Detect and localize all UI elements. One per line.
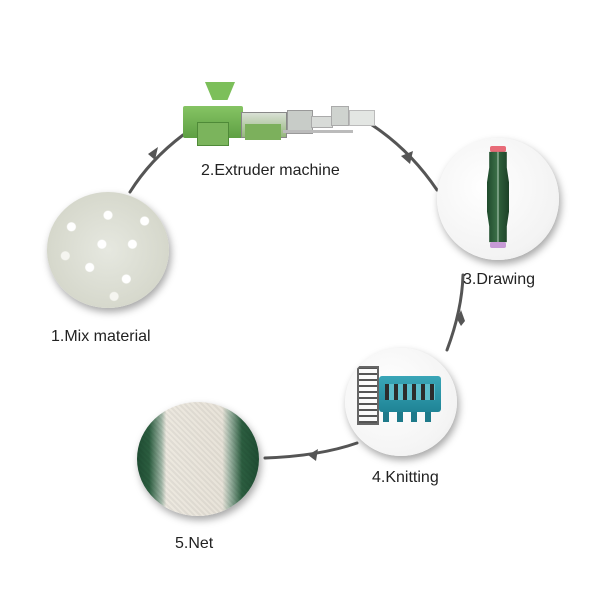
step-3-label: 3.Drawing — [463, 271, 536, 288]
arrow-3-to-4 — [445, 273, 465, 352]
green-yarn-bobbin — [487, 151, 509, 243]
bobbin-cap-top — [490, 146, 506, 152]
yarn-creel — [357, 366, 379, 425]
arrowhead-1-to-2 — [148, 147, 158, 160]
pellets-image — [47, 192, 169, 308]
arrow-1-to-2 — [128, 133, 185, 194]
machine-legs — [383, 412, 439, 422]
arrowhead-2-to-3 — [401, 151, 413, 164]
step-5-label: 5.Net — [175, 535, 214, 552]
arrowhead-4-to-5 — [308, 449, 318, 461]
bobbin-cap-bottom — [490, 242, 506, 248]
step-4-label: 4.Knitting — [372, 469, 439, 486]
arrowhead-3-to-4 — [457, 310, 465, 326]
shade-net-image — [137, 402, 259, 516]
extruder-machine-image — [183, 80, 383, 150]
knitting-machine-image — [345, 348, 457, 456]
machine-needles — [385, 384, 435, 400]
bobbin-image — [437, 138, 559, 260]
step-1-label: 1.Mix material — [51, 328, 151, 345]
step-2-label: 2.Extruder machine — [201, 162, 340, 179]
